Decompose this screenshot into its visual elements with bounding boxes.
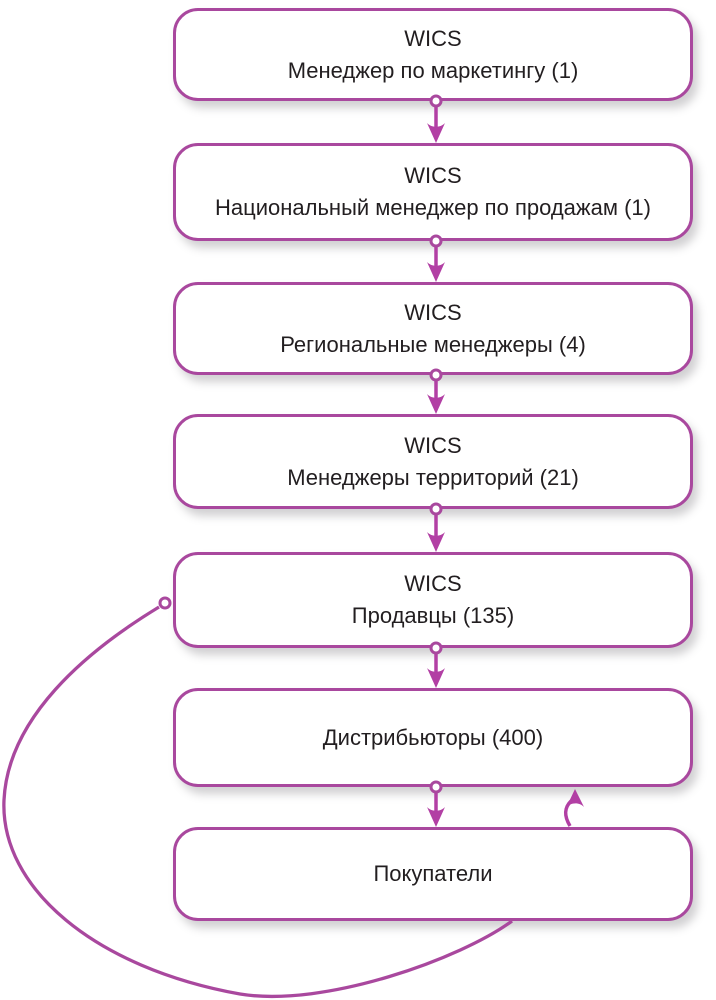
down-arrowhead-icon	[427, 668, 445, 688]
node-org: WICS	[404, 299, 462, 325]
connector-national-to-regional	[427, 234, 445, 282]
node-territory-managers: WICS Менеджеры территорий (21)	[173, 414, 693, 509]
connector-salespeople-to-distributors	[427, 641, 445, 688]
node-label: Региональные менеджеры (4)	[280, 331, 586, 357]
node-salespeople: WICS Продавцы (135)	[173, 552, 693, 648]
node-label: Национальный менеджер по продажам (1)	[214, 195, 651, 220]
node-marketing-manager: WICS Менеджер по маркетингу (1)	[173, 8, 693, 101]
node-customers: Покупатели	[173, 827, 693, 921]
node-org: WICS	[404, 163, 462, 188]
node-label: Покупатели	[373, 861, 493, 886]
node-label: Продавцы (135)	[351, 603, 515, 628]
node-label: Менеджер по маркетингу (1)	[287, 57, 579, 83]
connector-tail-circle	[158, 596, 172, 610]
down-arrowhead-icon	[427, 123, 445, 143]
up-arrowhead-icon	[566, 789, 584, 808]
connector-regional-to-territory	[427, 368, 445, 414]
connector-distributors-to-customers	[427, 780, 445, 827]
down-arrowhead-icon	[427, 532, 445, 552]
down-arrowhead-icon	[427, 807, 445, 827]
connector-territory-to-salespeople	[427, 502, 445, 552]
down-arrowhead-icon	[427, 262, 445, 282]
feedback-arrow-customers-to-distributors	[563, 789, 584, 827]
bypass-curve-salespeople-to-customers	[2, 596, 513, 999]
node-org: WICS	[404, 25, 462, 51]
node-label: Менеджеры территорий (21)	[287, 464, 579, 490]
node-regional-managers: WICS Региональные менеджеры (4)	[173, 282, 693, 375]
node-org: WICS	[404, 432, 462, 458]
node-org: WICS	[404, 571, 462, 596]
connector-marketing-to-national	[427, 94, 445, 143]
node-national-sales-manager: WICS Национальный менеджер по продажам (…	[173, 143, 693, 241]
node-label: Дистрибьюторы (400)	[322, 724, 544, 750]
node-distributors: Дистрибьюторы (400)	[173, 688, 693, 787]
down-arrowhead-icon	[427, 394, 445, 414]
